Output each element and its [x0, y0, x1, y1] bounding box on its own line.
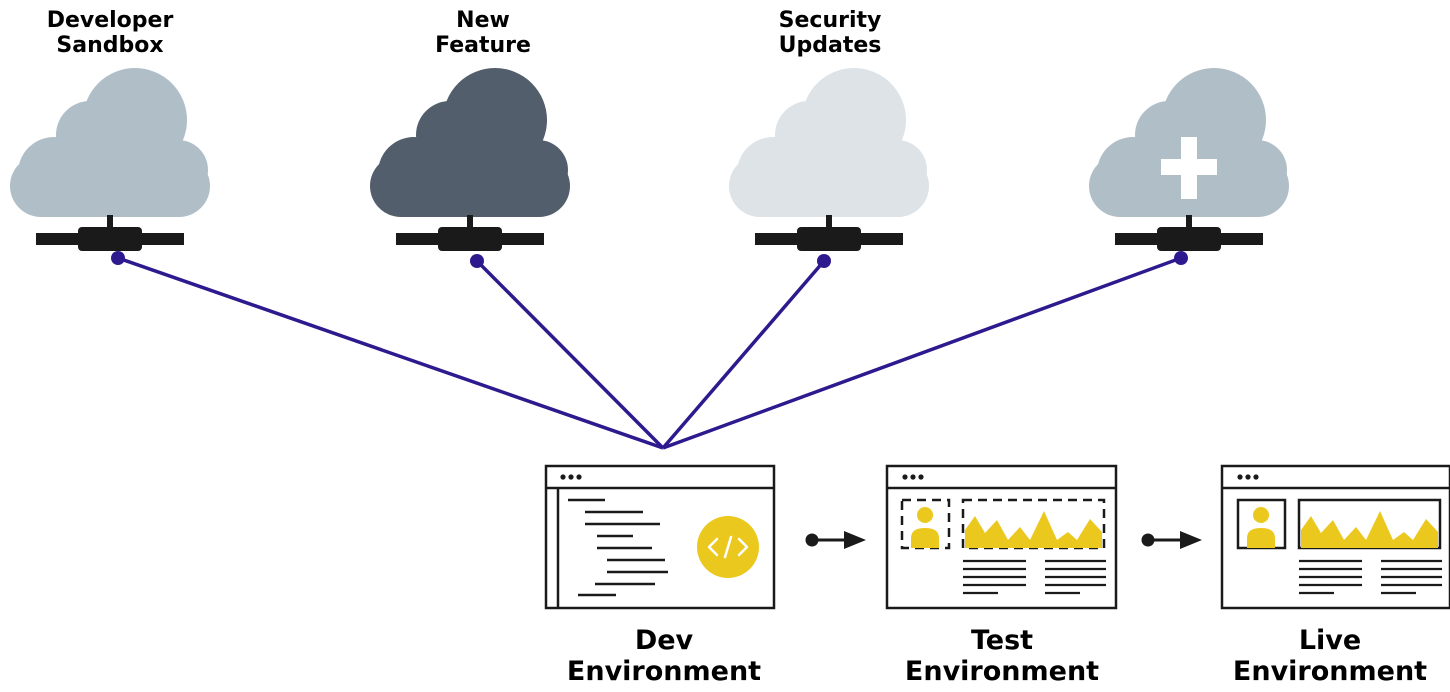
cloud-label-line1: Developer — [46, 8, 174, 33]
cloud-icon — [370, 68, 570, 251]
env-label-dev: Dev Environment — [544, 625, 784, 687]
env-label-line1: Test — [970, 625, 1034, 656]
env-label-line2: Environment — [1232, 656, 1428, 688]
user-placeholder-icon — [900, 498, 951, 550]
cloud-label-developer-sandbox: Developer Sandbox — [0, 8, 220, 59]
connector-lines — [117, 256, 1182, 450]
text-lines — [1299, 559, 1442, 595]
test-environment-window — [885, 464, 1118, 610]
env-label-line1: Live — [1298, 625, 1362, 656]
cloud-label-line2: Updates — [778, 33, 882, 59]
cloud-label-security-updates: Security Updates — [720, 8, 940, 59]
connector-dot — [1174, 251, 1188, 265]
env-label-test: Test Environment — [882, 625, 1122, 687]
chart-icon — [1297, 498, 1442, 550]
connector-line — [661, 259, 826, 450]
plus-icon-horizontal — [1161, 159, 1217, 175]
cloud-icon — [10, 68, 210, 251]
connector-dot — [817, 254, 831, 268]
connector-line — [475, 259, 665, 450]
env-label-line1: Dev — [634, 625, 694, 656]
connector-line — [117, 256, 664, 450]
connector-dot — [111, 251, 125, 265]
cloud-label-new-feature: New Feature — [373, 8, 593, 59]
arrow-icon — [805, 531, 866, 549]
cloud-label-line2: Feature — [435, 33, 531, 59]
code-icon — [697, 516, 759, 578]
live-environment-window — [1220, 464, 1450, 610]
env-label-live: Live Environment — [1210, 625, 1450, 687]
text-lines — [963, 559, 1106, 595]
cloud-icon — [729, 68, 929, 251]
env-label-line2: Environment — [904, 656, 1100, 688]
user-profile-icon — [1236, 498, 1287, 550]
env-label-line2: Environment — [566, 656, 762, 688]
cloud-label-line1: New — [456, 8, 510, 33]
window-dots — [560, 474, 582, 480]
cloud-label-line2: Sandbox — [56, 33, 164, 59]
chart-placeholder-icon — [961, 498, 1106, 550]
connector-dots — [111, 251, 1188, 268]
cloud-label-line1: Security — [778, 8, 882, 33]
window-dots — [1237, 474, 1259, 480]
connector-dot — [470, 254, 484, 268]
arrow-icon — [1141, 531, 1202, 549]
cloud-plus-icon — [1089, 68, 1289, 251]
window-dots — [902, 474, 924, 480]
connector-line — [662, 256, 1182, 450]
